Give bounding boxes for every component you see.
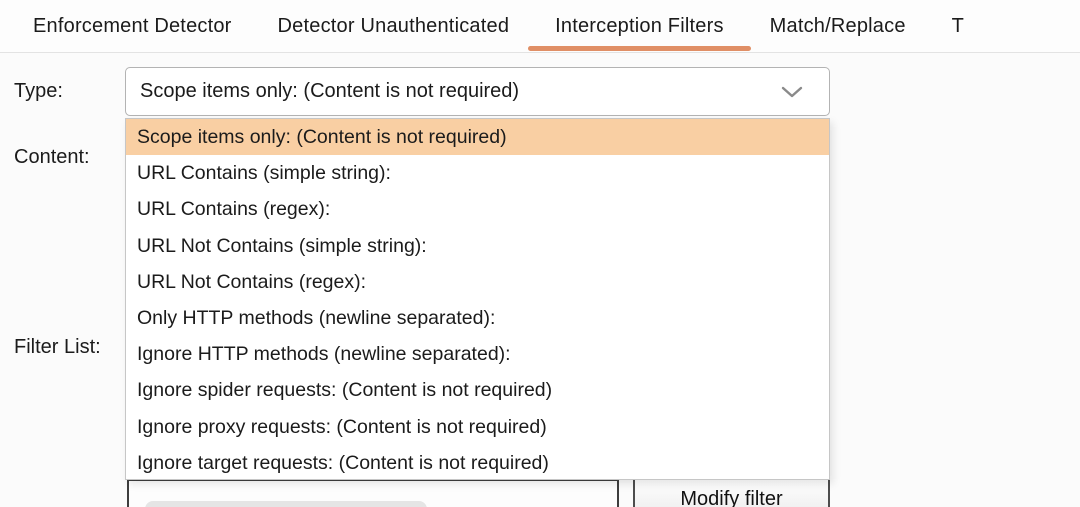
type-dropdown-popup: Scope items only: (Content is not requir… — [125, 118, 830, 480]
dropdown-option-ignore-target-requests[interactable]: Ignore target requests: (Content is not … — [137, 451, 549, 474]
dropdown-option-ignore-proxy-requests[interactable]: Ignore proxy requests: (Content is not r… — [137, 415, 547, 438]
dropdown-option-ignore-http-methods[interactable]: Ignore HTTP methods (newline separated): — [137, 343, 511, 366]
type-label: Type: — [14, 80, 63, 102]
type-select[interactable]: Scope items only: (Content is not requir… — [125, 67, 830, 116]
filter-list-label: Filter List: — [14, 336, 101, 358]
tab-enforcement-detector[interactable]: Enforcement Detector — [33, 14, 232, 37]
tab-clipped-right[interactable]: T — [951, 14, 965, 37]
tab-match-replace[interactable]: Match/Replace — [769, 14, 906, 37]
type-select-value: Scope items only: (Content is not requir… — [140, 80, 520, 102]
dropdown-option-ignore-spider-requests[interactable]: Ignore spider requests: (Content is not … — [137, 379, 553, 402]
modify-filter-button[interactable]: Modify filter — [633, 477, 830, 507]
dropdown-option-scope-items-only[interactable]: Scope items only: (Content is not requir… — [126, 119, 829, 156]
filter-list-item-placeholder — [145, 501, 427, 507]
dropdown-option-url-not-contains-regex[interactable]: URL Not Contains (regex): — [137, 270, 367, 293]
filter-list-box[interactable] — [127, 479, 619, 507]
dropdown-option-only-http-methods[interactable]: Only HTTP methods (newline separated): — [137, 306, 496, 329]
tab-bar: Enforcement Detector Detector Unauthenti… — [0, 0, 1080, 53]
content-label: Content: — [14, 146, 90, 168]
dropdown-option-url-contains-simple[interactable]: URL Contains (simple string): — [137, 162, 391, 185]
dropdown-option-url-contains-regex[interactable]: URL Contains (regex): — [137, 198, 331, 221]
dropdown-option-url-not-contains-simple[interactable]: URL Not Contains (simple string): — [137, 234, 427, 257]
tab-interception-filters[interactable]: Interception Filters — [528, 0, 751, 53]
tab-detector-unauthenticated[interactable]: Detector Unauthenticated — [277, 14, 510, 37]
chevron-down-icon — [781, 86, 803, 97]
